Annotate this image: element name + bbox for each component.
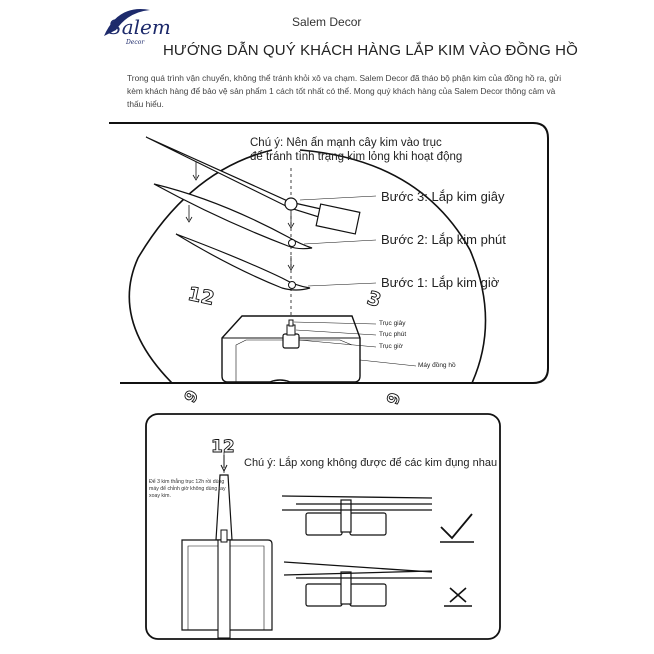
label-movement: Máy đồng hồ	[418, 362, 456, 369]
label-hour-shaft: Trục giờ	[379, 343, 403, 350]
logo-text: Salem	[108, 15, 171, 39]
step-3-second-hand: Bước 3: Lắp kim giây	[381, 189, 505, 204]
tip-align-hands: Để 3 kim thẳng trục 12h rồi dùng máy để …	[149, 479, 226, 499]
dial-9-right: 9	[383, 390, 405, 407]
note-line-1: Chú ý: Nên ấn mạnh cây kim vào trục	[250, 137, 442, 149]
logo-mark: Salem Decor	[104, 9, 171, 46]
intro-paragraph: Trong quá trình vận chuyển, không thể tr…	[127, 73, 562, 109]
page-title: HƯỚNG DẪN QUÝ KHÁCH HÀNG LẮP KIM VÀO ĐỒN…	[163, 42, 578, 59]
diagram-1	[109, 122, 549, 384]
note-press-hands: Chú ý: Nên ấn mạnh cây kim vào trục để t…	[250, 136, 462, 164]
step-2-minute-hand: Bước 2: Lắp kim phút	[381, 232, 506, 247]
dial-9-left: 9	[180, 387, 202, 406]
label-minute-shaft: Trục phút	[379, 331, 407, 338]
step-1-hour-hand: Bước 1: Lắp kim giờ	[381, 275, 500, 290]
dial-3: 3	[364, 287, 383, 312]
dial-12: 12	[186, 283, 216, 310]
note-hands-not-touching: Chú ý: Lắp xong không được để các kim đụ…	[244, 457, 498, 469]
brand-name: Salem Decor	[292, 15, 362, 29]
side-view-wrong	[283, 561, 472, 607]
dial-12-top: 12	[211, 437, 235, 457]
diagram-2	[145, 413, 501, 640]
note-line-2: để tránh tình trạng kim lỏng khi hoạt độ…	[250, 151, 463, 163]
logo-sub: Decor	[125, 39, 145, 46]
label-second-shaft: Trục giây	[379, 320, 406, 327]
side-view-correct	[281, 495, 474, 543]
